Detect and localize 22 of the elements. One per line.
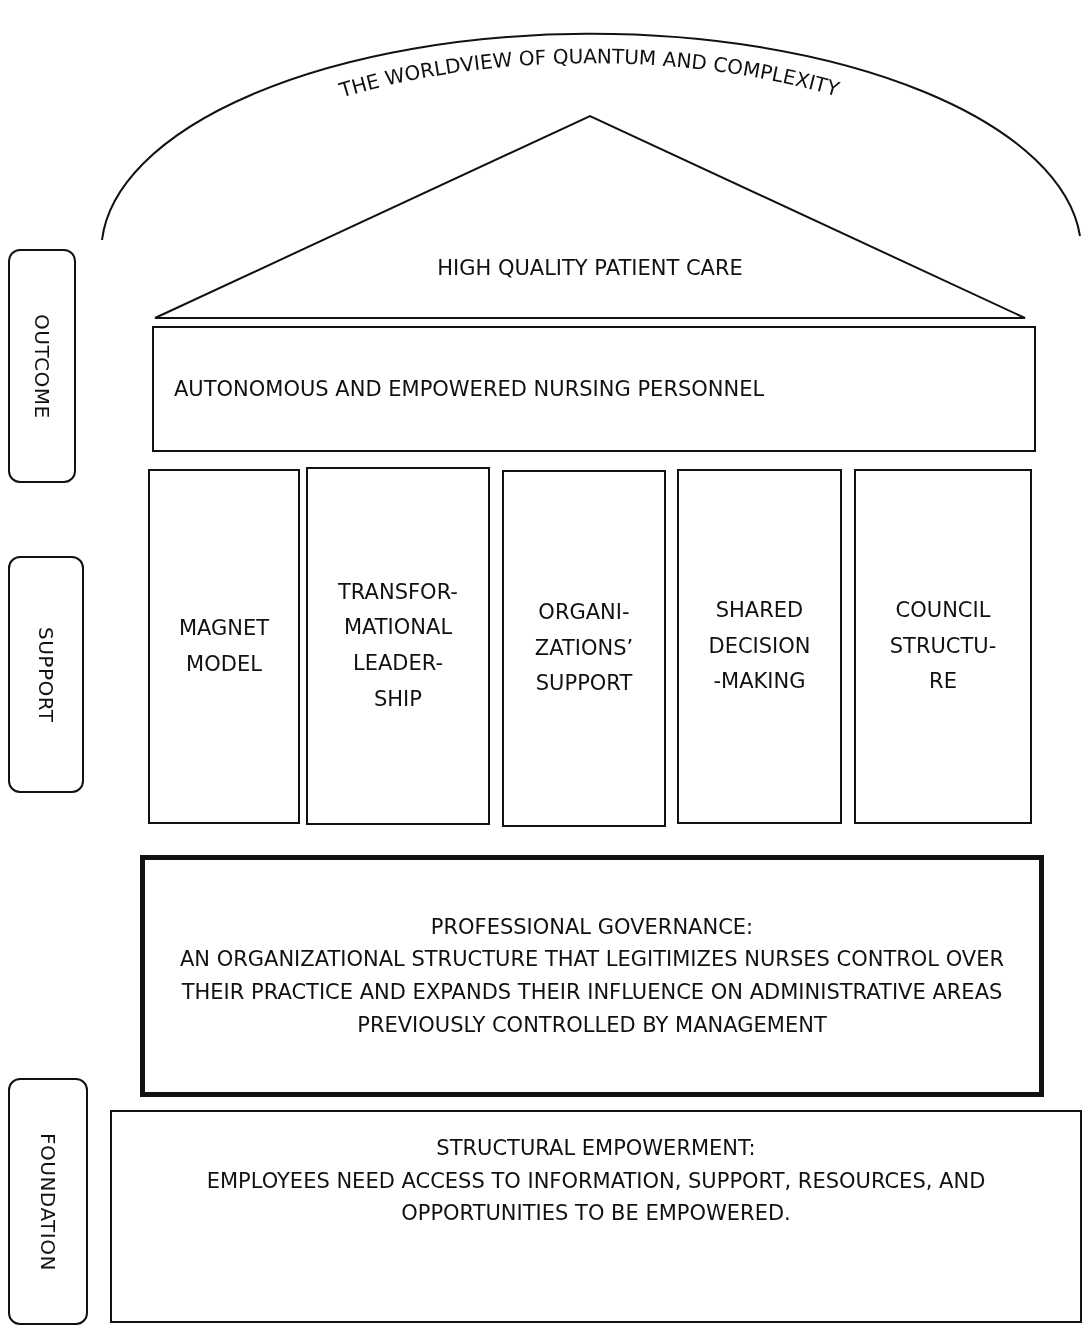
- pillar-box: [148, 469, 300, 824]
- pillar-label: ORGANI- ZATIONS’ SUPPORT: [534, 598, 634, 698]
- pillar-box: [677, 469, 842, 824]
- layer-box: [110, 1110, 1082, 1323]
- pillar-box: [854, 469, 1032, 824]
- box-heading: PROFESSIONAL GOVERNANCE:: [430, 913, 754, 941]
- box-text: AUTONOMOUS AND EMPOWERED NURSING PERSONNEL: [174, 375, 765, 403]
- pillar-box: [502, 470, 666, 827]
- roof-label: HIGH QUALITY PATIENT CARE: [436, 255, 744, 282]
- pillar-box: [306, 467, 490, 825]
- pillar-label: MAGNET MODEL: [178, 614, 270, 678]
- layer-box: [152, 326, 1036, 452]
- section-tag: OUTCOME: [8, 249, 76, 483]
- box-heading: STRUCTURAL EMPOWERMENT:: [436, 1135, 756, 1162]
- governance-box: [140, 855, 1044, 1097]
- box-text: AN ORGANIZATIONAL STRUCTURE THAT LEGITIMIZES NURSES CONTROL OVER THEIR PRACTICE AND EXPANDS THEIR INFLUENCE ON ADMINISTRATIVE AREAS PREVIOUSLY CONTROLLED BY MANAGEMENT: [178, 946, 1006, 1039]
- pillar-label: SHARED DECISION -MAKING: [708, 596, 811, 696]
- section-tag: FOUNDATION: [8, 1078, 88, 1325]
- pillar-label: TRANSFOR- MATIONAL LEADER- SHIP: [338, 578, 458, 713]
- box-text: EMPLOYEES NEED ACCESS TO INFORMATION, SUPPORT, RESOURCES, AND OPPORTUNITIES TO BE EMPOWERED.: [205, 1167, 987, 1228]
- pillar-label: COUNCIL STRUCTU- RE: [889, 596, 997, 696]
- section-tag: SUPPORT: [8, 556, 84, 793]
